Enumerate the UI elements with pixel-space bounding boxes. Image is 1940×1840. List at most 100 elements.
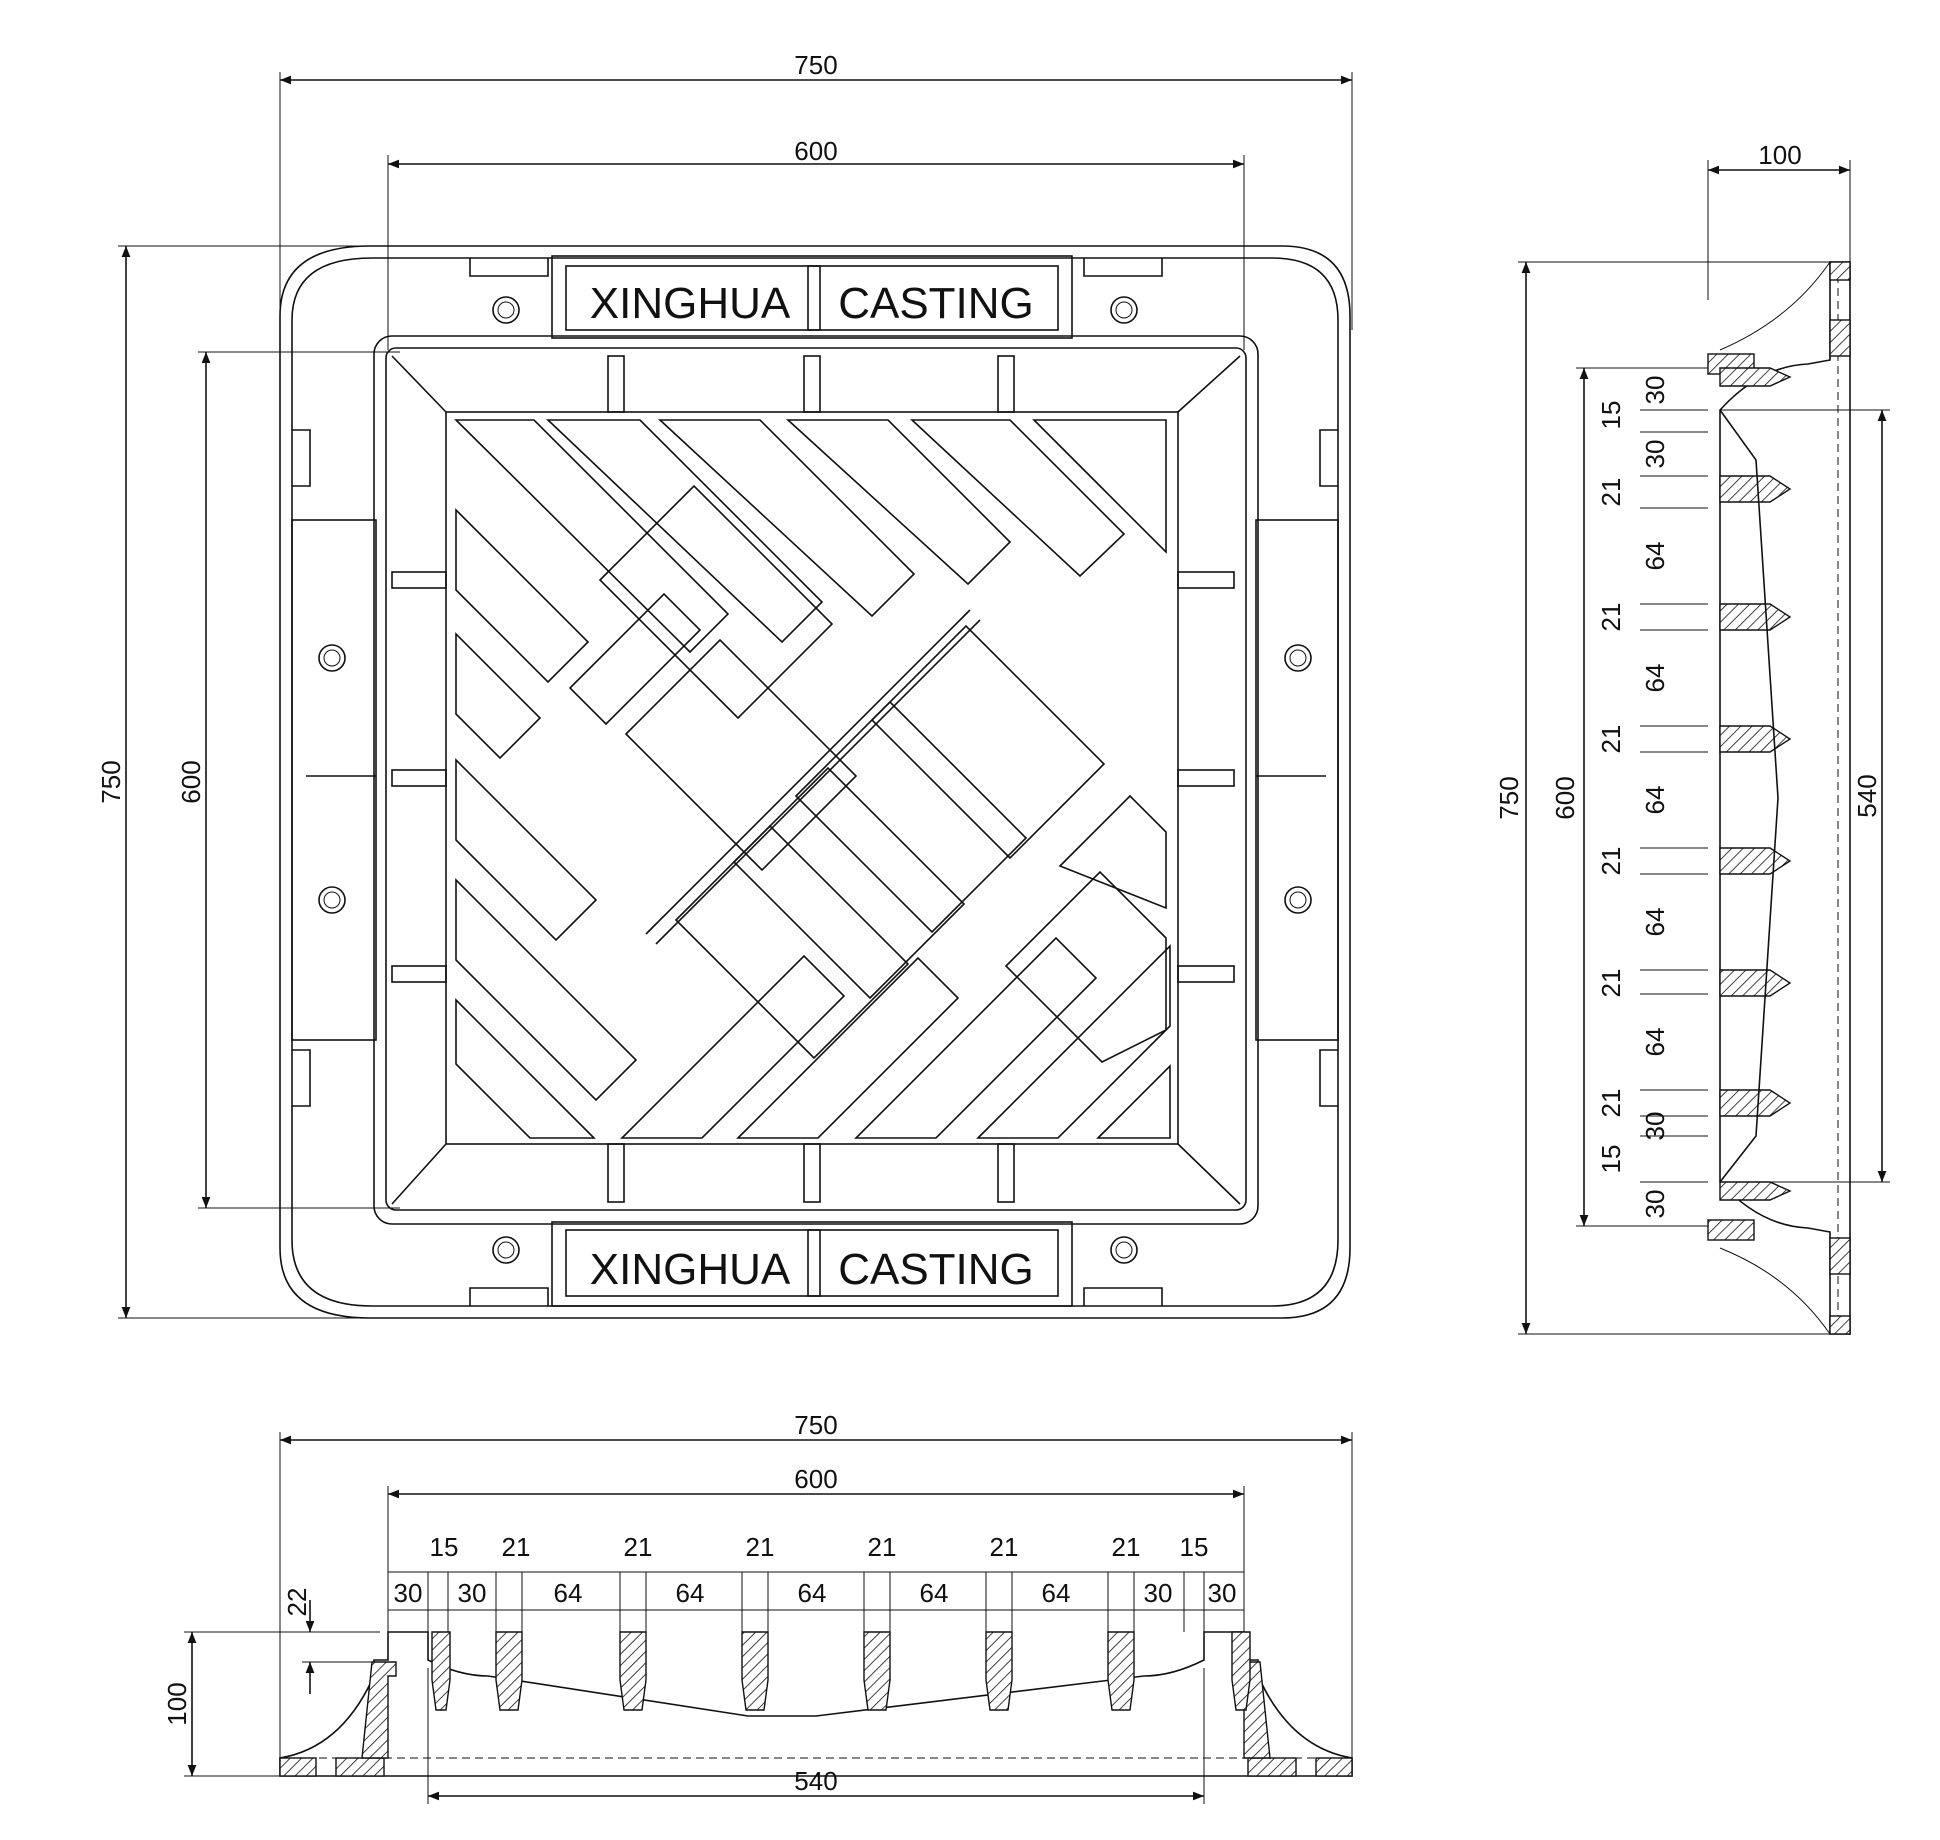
top-segment-label: 21 (502, 1532, 531, 1562)
grate-slot (455, 878, 638, 1102)
plan-clear-width: 600 (794, 136, 837, 166)
segment-label: 21 (1596, 478, 1626, 507)
grate-slot (674, 824, 910, 1060)
bolt-hole-icon (1110, 1236, 1138, 1264)
grate-slot (854, 936, 1098, 1139)
segment-label: 30 (1640, 440, 1670, 469)
brand-top-right: CASTING (838, 279, 1034, 328)
grate-slot (620, 954, 846, 1139)
top-segment-label: 21 (624, 1532, 653, 1562)
cover-rib (1719, 1089, 1792, 1117)
grate-slot (545, 419, 824, 644)
cover-rib (1719, 847, 1792, 875)
segment-label: 21 (1596, 847, 1626, 876)
brand-plate-top: XINGHUA CASTING (551, 255, 1073, 339)
segment-label: 64 (1640, 664, 1670, 693)
side-depth: 100 (1758, 140, 1801, 170)
grate-slot (455, 508, 590, 684)
cover-rib (1107, 1631, 1135, 1711)
segment-label: 30 (1640, 1190, 1670, 1219)
side-clear: 600 (1550, 776, 1580, 819)
brand-bottom-left: XINGHUA (590, 1245, 791, 1294)
cover-rib (619, 1631, 647, 1711)
cover-rib (985, 1631, 1013, 1711)
segment-label: 15 (1596, 1145, 1626, 1174)
side-section-view: 100 750 600 540 301530216421642164216421… (1494, 140, 1890, 1335)
top-segment-label: 21 (1112, 1532, 1141, 1562)
brand-bottom-right: CASTING (838, 1245, 1034, 1294)
bottom-segment-label: 30 (458, 1578, 487, 1608)
cover-rib (1719, 603, 1792, 631)
grate-slot (909, 419, 1126, 578)
grate-slot (736, 956, 960, 1139)
segment-label: 15 (1596, 401, 1626, 430)
front-clear: 600 (794, 1464, 837, 1494)
bottom-segment-label: 64 (920, 1578, 949, 1608)
cover-rib (1719, 725, 1792, 753)
grate-slot (624, 638, 858, 872)
segment-label: 64 (1640, 1028, 1670, 1057)
grate-slot (1096, 1064, 1171, 1139)
grate-slot (455, 758, 598, 942)
plan-view: 750 600 750 600 (96, 50, 1353, 1319)
frame-outline (279, 245, 1351, 1319)
bolt-holes (318, 296, 1312, 1264)
front-overall: 750 (794, 1410, 837, 1440)
bottom-segment-label: 30 (394, 1578, 423, 1608)
segment-label: 64 (1640, 908, 1670, 937)
segment-label: 64 (1640, 786, 1670, 815)
top-segment-label: 21 (746, 1532, 775, 1562)
segment-label: 21 (1596, 603, 1626, 632)
front-rim: 22 (282, 1588, 312, 1617)
grate-slot (976, 944, 1171, 1139)
bottom-segment-label: 30 (1208, 1578, 1237, 1608)
grate-slot (1004, 870, 1167, 1063)
segment-label: 64 (1640, 542, 1670, 571)
grate-slot (1032, 419, 1167, 554)
cover-rib (863, 1631, 891, 1711)
top-segment-label: 21 (868, 1532, 897, 1562)
grating-cover (373, 335, 1259, 1225)
cover-rib (1719, 475, 1792, 503)
top-segment-label: 21 (990, 1532, 1019, 1562)
segment-label: 21 (1596, 969, 1626, 998)
grate-slot (455, 632, 542, 760)
bolt-hole-icon (1110, 296, 1138, 324)
bolt-hole-icon (318, 644, 346, 672)
bottom-segment-label: 30 (1144, 1578, 1173, 1608)
bottom-segment-label: 64 (554, 1578, 583, 1608)
grate-slot (785, 419, 1012, 586)
bolt-hole-icon (492, 1236, 520, 1264)
cover-rib (1231, 1631, 1251, 1711)
side-cover-ribs (1719, 367, 1792, 1201)
grate-slot (732, 766, 966, 1000)
bottom-segment-label: 64 (676, 1578, 705, 1608)
grate-slot (1058, 794, 1167, 910)
grate-slot (657, 419, 916, 618)
front-inner: 540 (794, 1766, 837, 1796)
segment-label: 30 (1640, 376, 1670, 405)
front-cover-ribs (431, 1631, 1251, 1711)
plan-overall-width: 750 (794, 50, 837, 80)
edge-ribs (391, 355, 1235, 1203)
side-inner: 540 (1852, 774, 1882, 817)
grate-slot (598, 484, 834, 720)
cover-rib (1719, 1181, 1792, 1201)
plan-overall-height: 750 (96, 760, 126, 803)
cover-rib (1719, 969, 1792, 997)
bottom-segment-label: 64 (798, 1578, 827, 1608)
cover-rib (495, 1631, 523, 1711)
brand-top-left: XINGHUA (590, 279, 791, 328)
plan-dimensions: 750 600 750 600 (96, 50, 1353, 1319)
bottom-segment-label: 64 (1042, 1578, 1071, 1608)
top-segment-label: 15 (430, 1532, 459, 1562)
segment-label: 21 (1596, 1089, 1626, 1118)
brand-plate-bottom: XINGHUA CASTING (551, 1221, 1073, 1307)
grate-slot (455, 998, 596, 1139)
cover-rib (1719, 367, 1792, 387)
plan-clear-height: 600 (176, 760, 206, 803)
cover-rib (431, 1631, 451, 1711)
front-depth: 100 (162, 1682, 192, 1725)
